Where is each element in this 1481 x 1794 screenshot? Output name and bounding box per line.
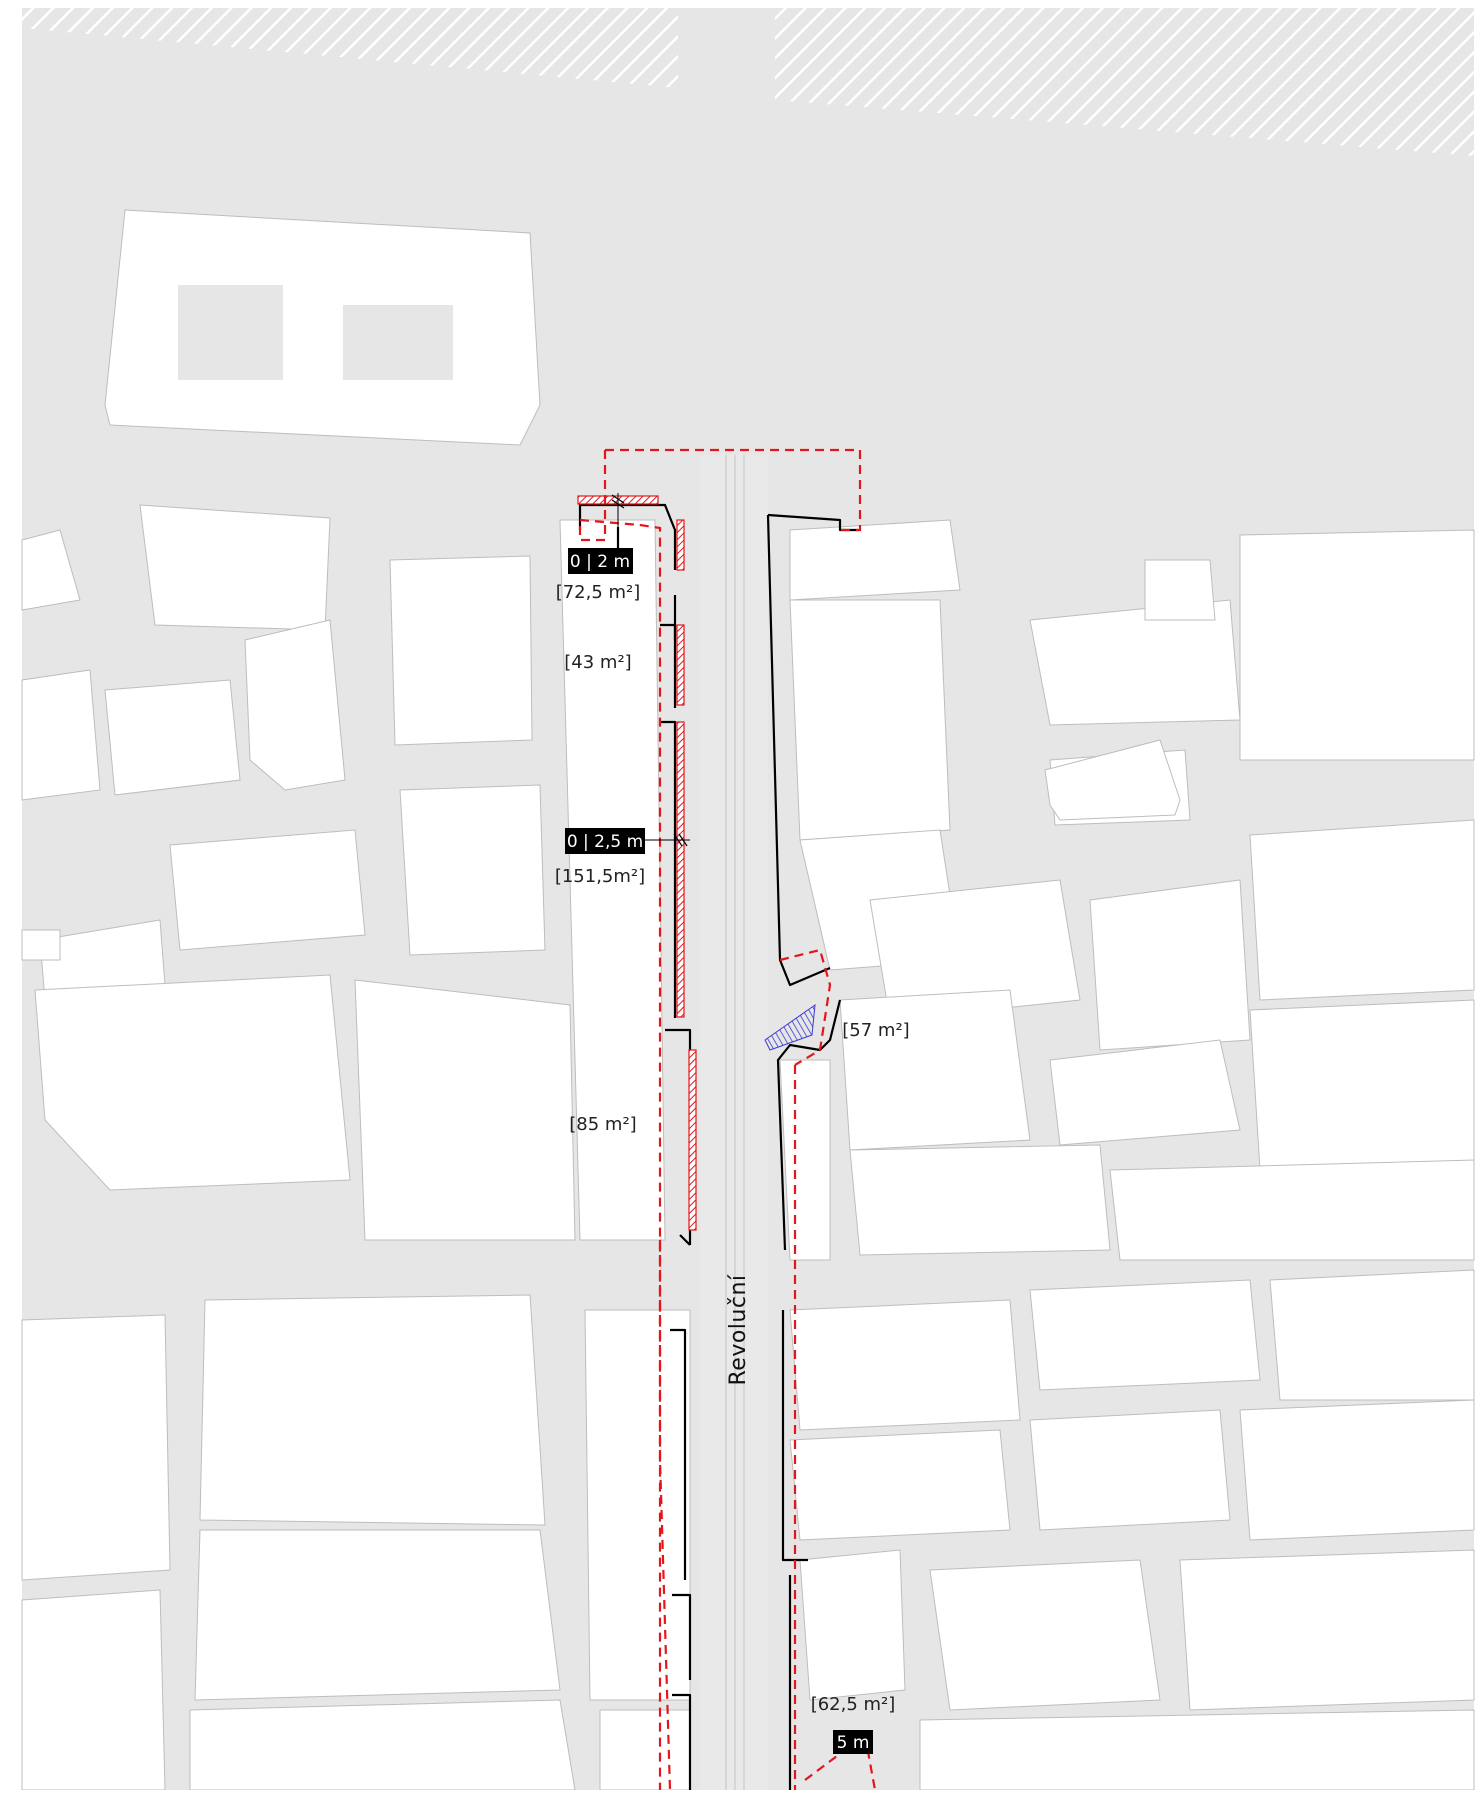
dimension-tag-text: 5 m — [837, 1733, 870, 1753]
hatched-zone-right — [775, 8, 1474, 156]
area-label: [62,5 m²] — [811, 1694, 896, 1715]
area-label: [72,5 m²] — [556, 582, 641, 603]
building-palace — [104, 209, 541, 446]
buildings-layer — [21, 504, 1475, 1791]
area-label: [151,5m²] — [555, 866, 645, 887]
dimension-marker-2 — [640, 833, 690, 847]
street-corridor — [700, 455, 768, 1790]
street-name-label: Revoluční — [726, 1274, 751, 1385]
dimension-tag-text: 0 | 2 m — [570, 552, 630, 572]
area-label: [85 m²] — [569, 1114, 636, 1135]
dimension-tag-text: 0 | 2,5 m — [567, 832, 643, 852]
dimension-tag[interactable]: 0 | 2 m — [568, 548, 633, 574]
area-label: [57 m²] — [842, 1020, 909, 1041]
boundary-dashed-red[interactable] — [578, 448, 877, 1794]
dimension-tag[interactable]: 5 m — [833, 1730, 873, 1754]
hatched-zone-left — [22, 8, 678, 88]
blue-hatch-zone — [764, 1003, 816, 1051]
area-label: [43 m²] — [564, 652, 631, 673]
dimension-marker-1 — [611, 493, 625, 548]
dimension-tag[interactable]: 0 | 2,5 m — [565, 828, 645, 854]
